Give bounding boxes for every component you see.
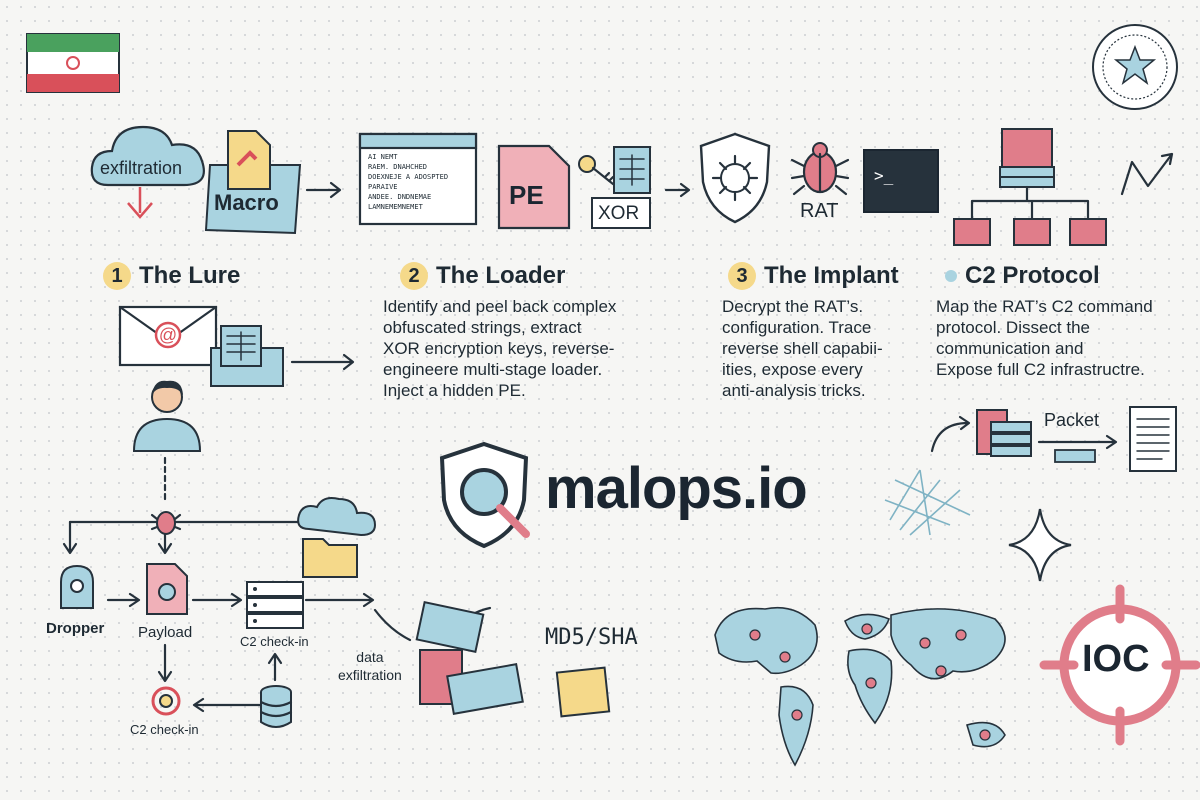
code-line: AI NEMT <box>368 153 398 161</box>
packet-arrow-icon <box>1037 434 1118 463</box>
step-2-label: The Loader <box>436 262 566 289</box>
step-4-dot-icon <box>945 270 957 282</box>
xor-label: XOR <box>598 203 640 224</box>
shield-magnifier-logo <box>439 441 530 549</box>
desc-line: ities, expose every <box>722 360 863 379</box>
cloud-folder-icon <box>297 497 377 578</box>
step-2-number: 2 <box>400 262 428 290</box>
packet-label: Packet <box>1044 410 1100 430</box>
flag-icon <box>26 33 120 93</box>
exfil-arrows-icon <box>127 187 153 219</box>
step-1-label: The Lure <box>139 262 241 289</box>
ioc-crosshair-icon <box>1039 584 1200 746</box>
terminal-icon <box>863 149 939 213</box>
bug-icon <box>150 511 182 535</box>
desc-line: XOR encryption keys, reverse- <box>383 339 615 358</box>
rat-label: RAT <box>800 200 839 222</box>
server-stack-icon <box>976 409 1032 457</box>
xor-box-icon <box>591 197 651 229</box>
key-icon <box>578 155 615 186</box>
desc-line: engineere multi-stage loader. <box>383 360 603 379</box>
data-cards-icon <box>415 600 524 715</box>
bug-icon <box>790 142 850 196</box>
cloud-icon <box>90 125 205 187</box>
step-2-description: Identify and peel back complex obfuscate… <box>383 296 616 401</box>
step-3-number: 3 <box>728 262 756 290</box>
code-line: LAMNEMEMNEMET <box>368 203 423 211</box>
payload-label: Payload <box>138 624 193 641</box>
sparkle-icon <box>1008 508 1072 582</box>
hash-label: MD5/SHA <box>545 625 638 650</box>
cloud-label: exfiltration <box>100 158 183 178</box>
dropper-label: Dropper <box>46 620 105 637</box>
brand-name: malops.io <box>545 456 808 521</box>
terminal-prompt: >_ <box>874 166 894 185</box>
c2-checkin-label-2: C2 check-in <box>130 722 199 737</box>
dropper-icon <box>60 564 94 609</box>
user-avatar-icon <box>132 380 202 452</box>
spreadsheet-icon <box>613 146 651 194</box>
email-envelope-icon: @ <box>118 305 218 367</box>
step-1-number: 1 <box>103 262 131 290</box>
step-4-description: Map the RAT’s C2 command protocol. Disse… <box>936 296 1153 380</box>
curved-arrow-icon <box>930 415 971 453</box>
arrow-icon <box>305 181 342 199</box>
sticky-note-icon <box>555 666 611 718</box>
step-4-title: C2 Protocol <box>945 262 1100 290</box>
code-line: DOEXNEJE A ADOSPTED <box>368 173 449 181</box>
code-window-text: AI NEMT RAEM. DNAHCHED DOEXNEJE A ADOSPT… <box>368 152 448 212</box>
desc-line: communication and <box>936 339 1084 358</box>
c2-checkin-label-1: C2 check-in <box>240 634 309 649</box>
step-3-title: 3 The Implant <box>728 262 899 290</box>
step-3-description: Decrypt the RAT’s. configuration. Trace … <box>722 296 883 401</box>
macro-document-icon <box>204 130 302 235</box>
desc-line: Map the RAT’s C2 command <box>936 297 1153 316</box>
code-line: PARAIVE <box>368 183 398 191</box>
server-icon <box>246 581 304 629</box>
pe-file-icon <box>497 144 571 230</box>
pe-label: PE <box>509 180 544 210</box>
c2-hierarchy-icon <box>953 128 1107 246</box>
desc-line: reverse shell capabii- <box>722 339 883 358</box>
arrow-icon <box>664 182 691 198</box>
svg-text:@: @ <box>159 325 177 345</box>
payload-icon <box>146 563 188 615</box>
desc-line: anti-analysis tricks. <box>722 381 866 400</box>
desc-line: Identify and peel back complex <box>383 297 617 316</box>
data-exfil-line: data <box>356 649 384 665</box>
step-4-label: C2 Protocol <box>965 262 1100 289</box>
desc-line: configuration. Trace <box>722 318 872 337</box>
desc-line: Decrypt the RAT’s. <box>722 297 864 316</box>
desc-line: obfuscated strings, extract <box>383 318 582 337</box>
database-icon <box>259 685 293 728</box>
network-mesh-icon <box>884 469 971 536</box>
step-2-title: 2 The Loader <box>400 262 565 290</box>
shield-virus-icon <box>699 132 771 224</box>
macro-label: Macro <box>214 190 279 215</box>
step-3-label: The Implant <box>764 262 899 289</box>
world-map-icon <box>714 606 1006 767</box>
code-line: ANDEE. DNDNEMAE <box>368 193 432 201</box>
desc-line: Expose full C2 infrastructre. <box>936 360 1145 379</box>
emblem-seal-icon <box>1092 24 1178 110</box>
document-icon <box>1129 406 1177 472</box>
ioc-label: IOC <box>1082 638 1150 680</box>
desc-line: protocol. Dissect the <box>936 318 1091 337</box>
arrow-icon <box>290 353 355 371</box>
lightning-arrow-icon <box>1120 152 1174 196</box>
spreadsheet-stack-icon <box>210 325 284 387</box>
code-window-icon <box>358 132 478 226</box>
data-exfil-label: data exfiltration <box>338 648 402 684</box>
desc-line: Inject a hidden PE. <box>383 381 526 400</box>
data-exfil-line: exfiltration <box>338 667 402 683</box>
target-icon <box>151 686 181 716</box>
step-1-title: 1 The Lure <box>103 262 240 290</box>
code-line: RAEM. DNAHCHED <box>368 163 428 171</box>
